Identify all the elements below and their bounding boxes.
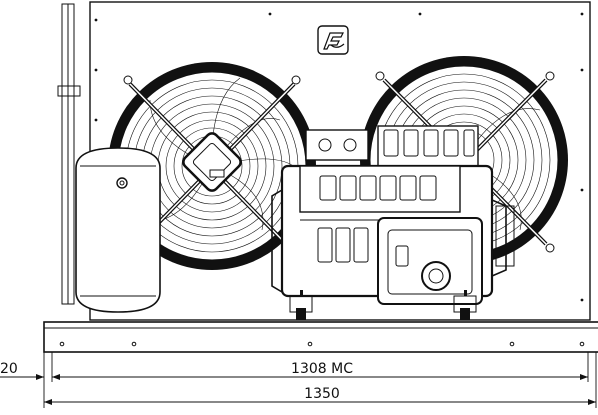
dimension-label-left: 20 — [0, 361, 18, 377]
compressor — [271, 125, 515, 320]
dimension-label-total: 1350 — [304, 386, 340, 402]
brand-logo-icon — [317, 25, 349, 55]
dimension-lines — [0, 352, 597, 408]
base-frame — [43, 321, 598, 353]
dimension-label-mc: 1308 MC — [291, 361, 353, 377]
liquid-receiver — [75, 147, 161, 313]
dimension-arrows — [36, 374, 596, 405]
pressure-gauge-icon — [116, 177, 128, 189]
